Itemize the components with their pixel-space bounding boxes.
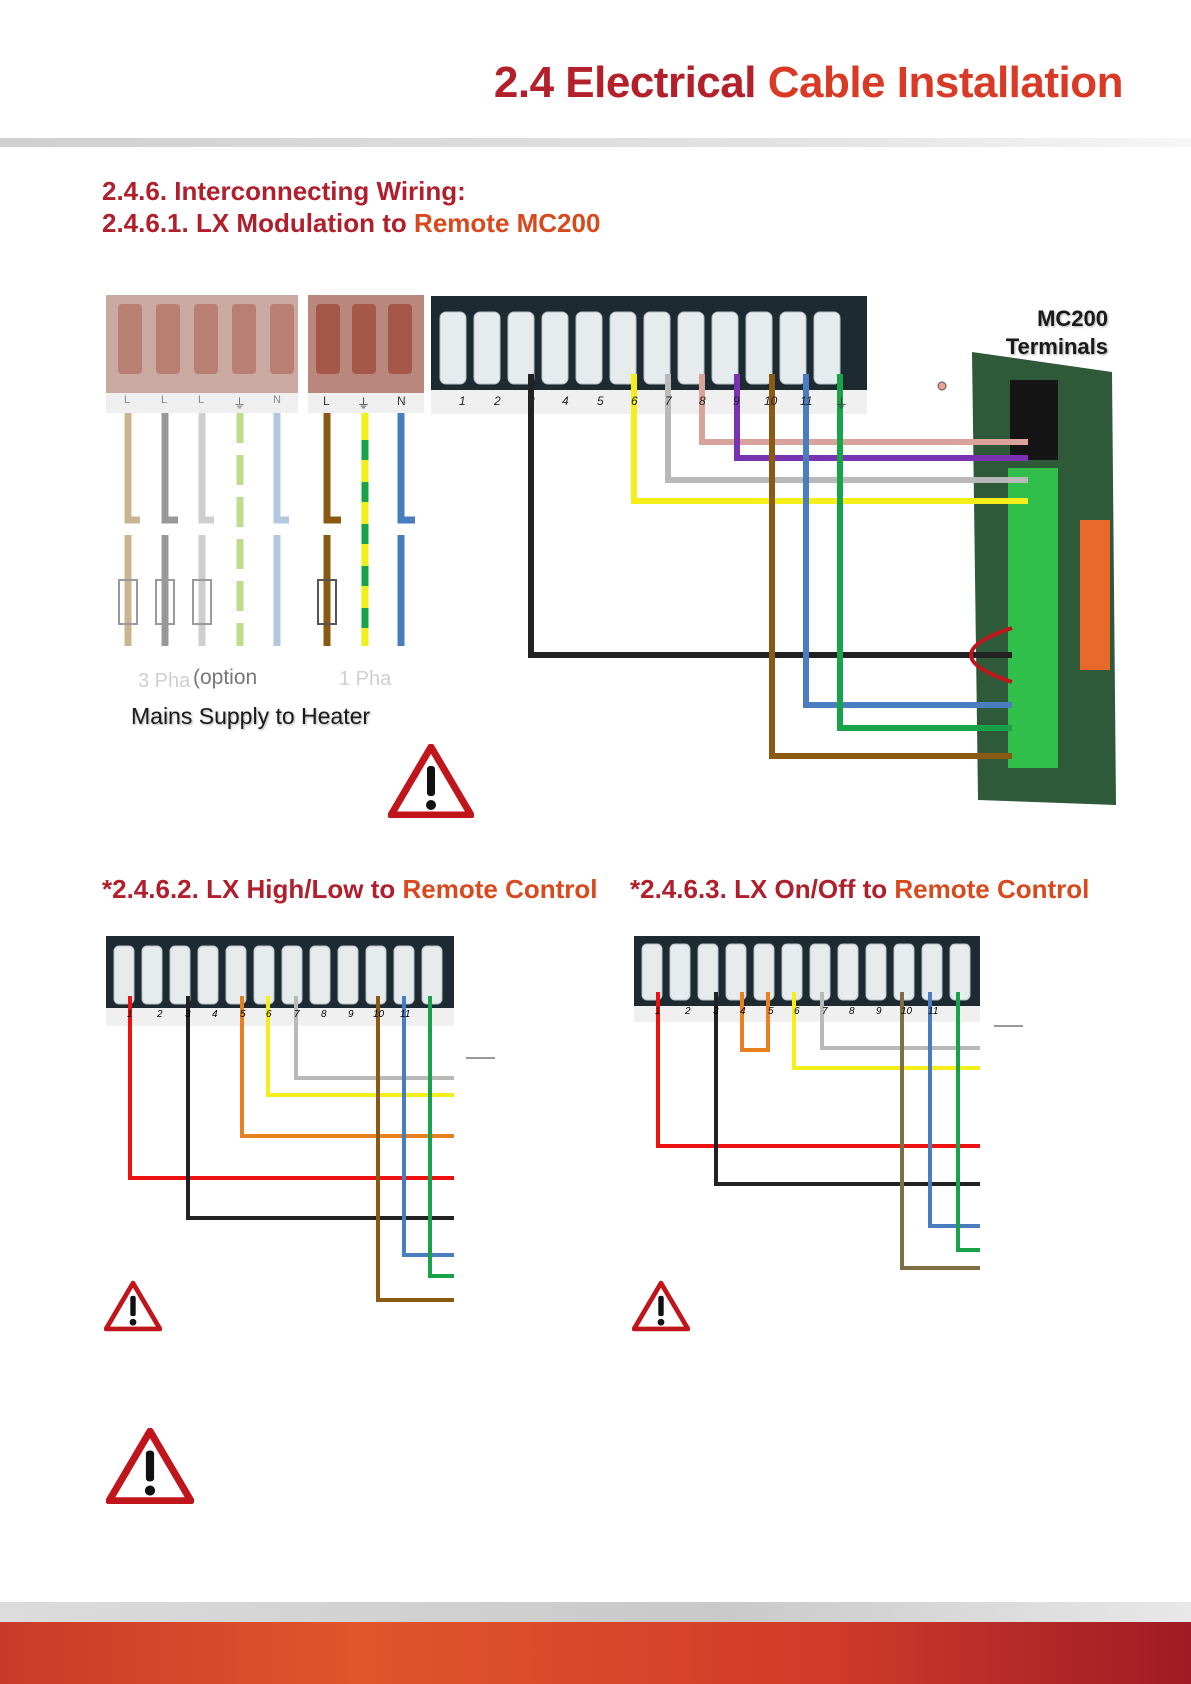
terminal-number: 7 bbox=[294, 1009, 300, 1020]
terminal-number: 1 bbox=[127, 1009, 133, 1020]
option-label: (option bbox=[193, 666, 258, 689]
terminal-number: 9 bbox=[733, 394, 740, 408]
terminal-number: 5 bbox=[240, 1009, 246, 1020]
footer-bar bbox=[0, 1622, 1191, 1684]
warning-triangle-icon bbox=[388, 744, 474, 818]
three-phase-label: 3 Pha bbox=[138, 670, 191, 692]
high-low-wiring-diagram bbox=[106, 936, 495, 1302]
one-phase-label: 1 Pha bbox=[339, 668, 392, 690]
terminal-number: 1 bbox=[655, 1006, 661, 1017]
terminal-number: 4 bbox=[562, 394, 569, 408]
terminal-number: 10 bbox=[373, 1009, 385, 1020]
supply-terminal-label: L bbox=[323, 394, 330, 408]
terminal-number: 5 bbox=[597, 394, 604, 408]
supply-terminal-label: L bbox=[198, 394, 205, 406]
header-divider bbox=[0, 138, 1191, 147]
mc200-label-line1: MC200 bbox=[1037, 306, 1108, 331]
single-phase-supply-block bbox=[308, 295, 424, 413]
warning-triangle-icon bbox=[104, 1280, 162, 1332]
terminal-number: 8 bbox=[321, 1009, 327, 1020]
modulation-wiring-diagram bbox=[106, 295, 1116, 805]
footer-divider bbox=[0, 1602, 1191, 1622]
terminal-number: 9 bbox=[348, 1009, 354, 1020]
supply-terminal-label: N bbox=[273, 394, 281, 406]
warning-triangle-icon bbox=[106, 1428, 194, 1504]
on-off-wiring-diagram bbox=[634, 936, 1023, 1270]
section-heading-interconnecting: 2.4.6. Interconnecting Wiring: bbox=[102, 176, 466, 206]
terminal-number: 4 bbox=[740, 1006, 746, 1017]
terminal-number: 2 bbox=[685, 1006, 691, 1017]
terminal-number: 3 bbox=[713, 1006, 719, 1017]
terminal-number: 6 bbox=[631, 394, 638, 408]
supply-terminal-label: L bbox=[124, 394, 131, 406]
terminal-number: 4 bbox=[212, 1009, 218, 1020]
terminal-number: 10 bbox=[901, 1006, 913, 1017]
terminal-number: 2 bbox=[157, 1009, 163, 1020]
earth-symbol-icon: ⏚ bbox=[357, 396, 371, 411]
mains-supply-label: Mains Supply to Heater bbox=[131, 703, 371, 729]
page-title-part2: Cable Installation bbox=[767, 58, 1124, 107]
lx-terminal-strip bbox=[431, 296, 867, 414]
terminal-number: 11 bbox=[928, 1006, 939, 1017]
page-title: 2.4 Electrical Cable Installation bbox=[493, 58, 1124, 108]
section-heading-on-off: *2.4.6.3. LX On/Off to Remote Control bbox=[630, 874, 1090, 904]
earth-symbol-icon: ⏚ bbox=[835, 396, 849, 411]
terminal-number: 2 bbox=[494, 394, 501, 408]
terminal-number: 3 bbox=[528, 394, 535, 408]
mc200-label-line2: Terminals bbox=[1005, 334, 1108, 359]
section-heading-modulation: 2.4.6.1. LX Modulation to Remote MC200 bbox=[102, 208, 601, 238]
terminal-number: 6 bbox=[266, 1009, 272, 1020]
terminal-number: 8 bbox=[849, 1006, 855, 1017]
terminal-number: 7 bbox=[822, 1006, 828, 1017]
three-phase-supply-block bbox=[106, 295, 298, 413]
page-title-part1: 2.4 Electrical bbox=[493, 58, 757, 107]
terminal-number: 9 bbox=[876, 1006, 882, 1017]
terminal-number: 11 bbox=[800, 394, 813, 408]
supply-terminal-label: N bbox=[397, 394, 406, 408]
mc200-board bbox=[972, 352, 1116, 805]
supply-terminal-label: L bbox=[161, 394, 168, 406]
terminal-number: 5 bbox=[768, 1006, 774, 1017]
terminal-number: 11 bbox=[400, 1009, 411, 1020]
terminal-number: 8 bbox=[699, 394, 706, 408]
terminal-number: 7 bbox=[665, 394, 672, 408]
terminal-number: 10 bbox=[764, 394, 778, 408]
terminal-number: 6 bbox=[794, 1006, 800, 1017]
terminal-number: 3 bbox=[185, 1009, 191, 1020]
terminal-number: 1 bbox=[459, 394, 466, 408]
section-heading-high-low: *2.4.6.2. LX High/Low to Remote Control bbox=[102, 874, 598, 904]
warning-triangle-icon bbox=[632, 1280, 690, 1332]
earth-symbol-icon: ⏚ bbox=[233, 396, 247, 411]
